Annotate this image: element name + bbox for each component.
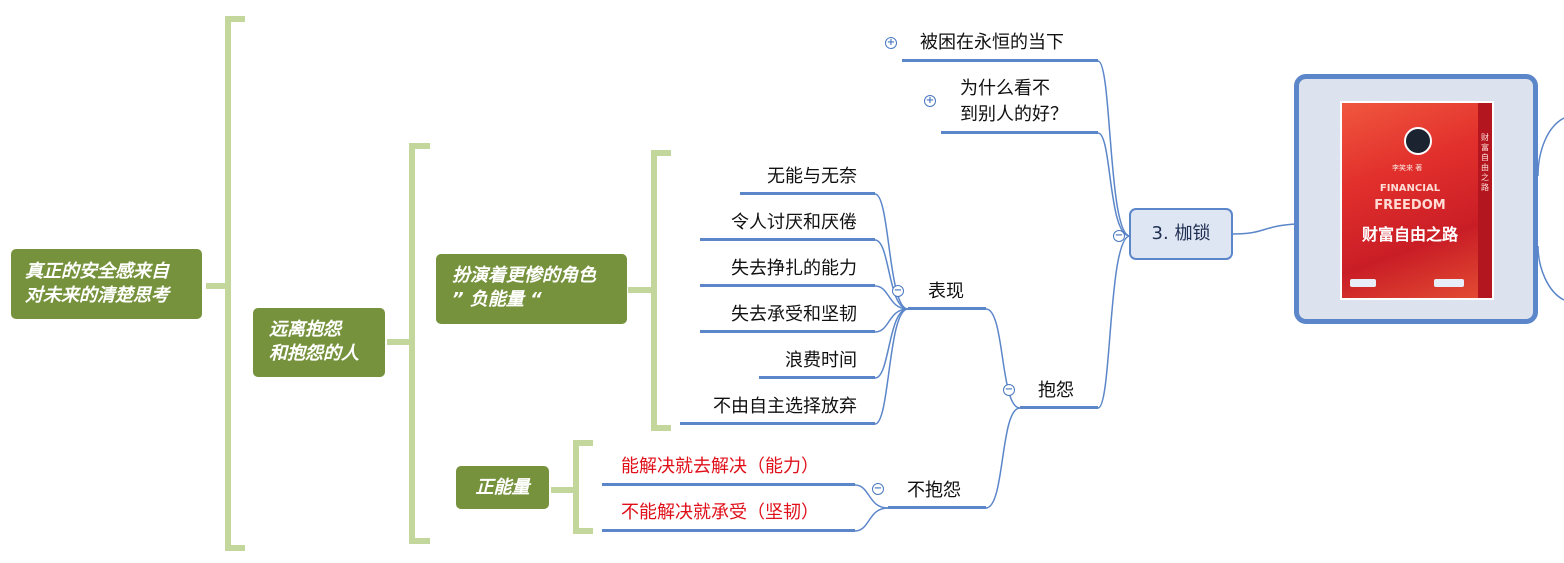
branch-bracket	[409, 143, 430, 544]
positive-energy-node[interactable]: 正能量	[456, 466, 549, 509]
biaoxian-node[interactable]: 表现	[928, 281, 964, 302]
negative-item-1-underline	[740, 192, 875, 195]
bubaoyuan-underline	[888, 506, 986, 509]
branch-node-avoid-complaints[interactable]: 远离抱怨 和抱怨的人	[253, 308, 385, 377]
book-spine-title: 财富自由之路	[1481, 133, 1489, 192]
root-node-line-2: 对未来的清楚思考	[25, 285, 169, 306]
author-name: 李笑来 著	[1392, 164, 1423, 172]
curve-to-pos-1	[854, 484, 889, 509]
positive-item-1[interactable]: 能解决就去解决（能力）	[621, 456, 819, 477]
curve-trap	[1097, 60, 1131, 237]
book-cover-image: 李笑来 著 FINANCIAL FREEDOM 财富自由之路 财富自由之路	[1340, 101, 1494, 300]
baoyuan-node[interactable]: 抱怨	[1038, 380, 1074, 401]
expand-trap-icon[interactable]: +	[885, 37, 897, 49]
why-node-line-2[interactable]: 到别人的好？	[960, 104, 1068, 125]
curve-shackle-image	[1232, 223, 1297, 235]
negative-item-3-underline	[700, 284, 875, 287]
book-spine: 财富自由之路	[1478, 103, 1492, 298]
book-title-en-1: FINANCIAL	[1379, 183, 1441, 194]
curve-group	[854, 60, 1564, 532]
positive-item-2[interactable]: 不能解决就承受（坚韧）	[621, 502, 819, 523]
negative-item-5[interactable]: 浪费时间	[785, 350, 857, 371]
negative-energy-line-2: ” 负能量 “	[452, 289, 542, 310]
expand-why-icon[interactable]: +	[924, 95, 936, 107]
curve-baoyuan	[1097, 235, 1131, 409]
why-node-line-1[interactable]: 为什么看不	[960, 78, 1050, 99]
root-node-line-1: 真正的安全感来自	[25, 261, 169, 282]
positive-item-2-underline	[602, 529, 855, 532]
negative-item-6[interactable]: 不由自主选择放弃	[713, 396, 857, 417]
bracket-group	[206, 16, 671, 551]
trap-underline	[902, 59, 1098, 62]
root-node[interactable]: 真正的安全感来自 对未来的清楚思考	[11, 249, 202, 319]
negative-item-4[interactable]: 失去承受和坚韧	[731, 304, 857, 325]
branch-node-line-2: 和抱怨的人	[269, 343, 359, 364]
collapse-baoyuan-icon[interactable]: −	[1003, 384, 1015, 396]
shackle-node[interactable]: 3. 枷锁	[1129, 208, 1233, 260]
negative-item-2-underline	[700, 238, 875, 241]
negative-energy-node[interactable]: 扮演着更惨的角色 ” 负能量 “	[436, 254, 627, 324]
positive-bracket	[573, 440, 593, 534]
author-photo	[1404, 127, 1432, 155]
publisher-logo-2	[1434, 279, 1464, 287]
branch-node-line-1: 远离抱怨	[269, 319, 341, 340]
book-title-en-2: FREEDOM	[1374, 198, 1446, 213]
curve-bubaoyuan	[985, 407, 1021, 509]
curve-to-item-1	[874, 193, 909, 310]
root-bracket	[225, 16, 245, 551]
curve-to-pos-2	[854, 507, 889, 532]
negative-item-1[interactable]: 无能与无奈	[767, 166, 857, 187]
collapse-bubaoyuan-icon[interactable]: −	[872, 483, 884, 495]
bubaoyuan-node[interactable]: 不抱怨	[907, 480, 961, 501]
collapse-biaoxian-icon[interactable]: −	[892, 285, 904, 297]
trap-node[interactable]: 被困在永恒的当下	[920, 32, 1064, 53]
negative-item-5-underline	[759, 376, 875, 379]
collapse-shackle-icon[interactable]: −	[1113, 230, 1125, 242]
curve-offscreen-lower	[1537, 245, 1564, 301]
positive-item-1-underline	[602, 483, 855, 486]
curve-to-item-3	[874, 285, 909, 310]
curve-biaoxian	[985, 308, 1021, 409]
curve-to-item-6	[874, 308, 909, 425]
baoyuan-underline	[1020, 406, 1098, 409]
positive-energy-label: 正能量	[475, 477, 530, 498]
curve-offscreen-upper	[1537, 117, 1564, 177]
publisher-logo-1	[1350, 279, 1376, 287]
book-title-cn: 财富自由之路	[1361, 225, 1458, 244]
curve-to-item-2	[874, 239, 909, 310]
negative-energy-line-1: 扮演着更惨的角色	[452, 265, 596, 286]
why-underline	[941, 131, 1098, 134]
roles-bracket	[651, 150, 671, 431]
curve-to-item-5	[874, 308, 909, 379]
negative-item-6-underline	[680, 422, 875, 425]
book-front-cover: 李笑来 著 FINANCIAL FREEDOM 财富自由之路	[1342, 103, 1478, 298]
shackle-label: 3. 枷锁	[1151, 223, 1211, 244]
negative-item-3[interactable]: 失去挣扎的能力	[731, 258, 857, 279]
negative-item-4-underline	[700, 330, 875, 333]
negative-item-2[interactable]: 令人讨厌和厌倦	[731, 212, 857, 233]
biaoxian-underline	[908, 307, 986, 310]
